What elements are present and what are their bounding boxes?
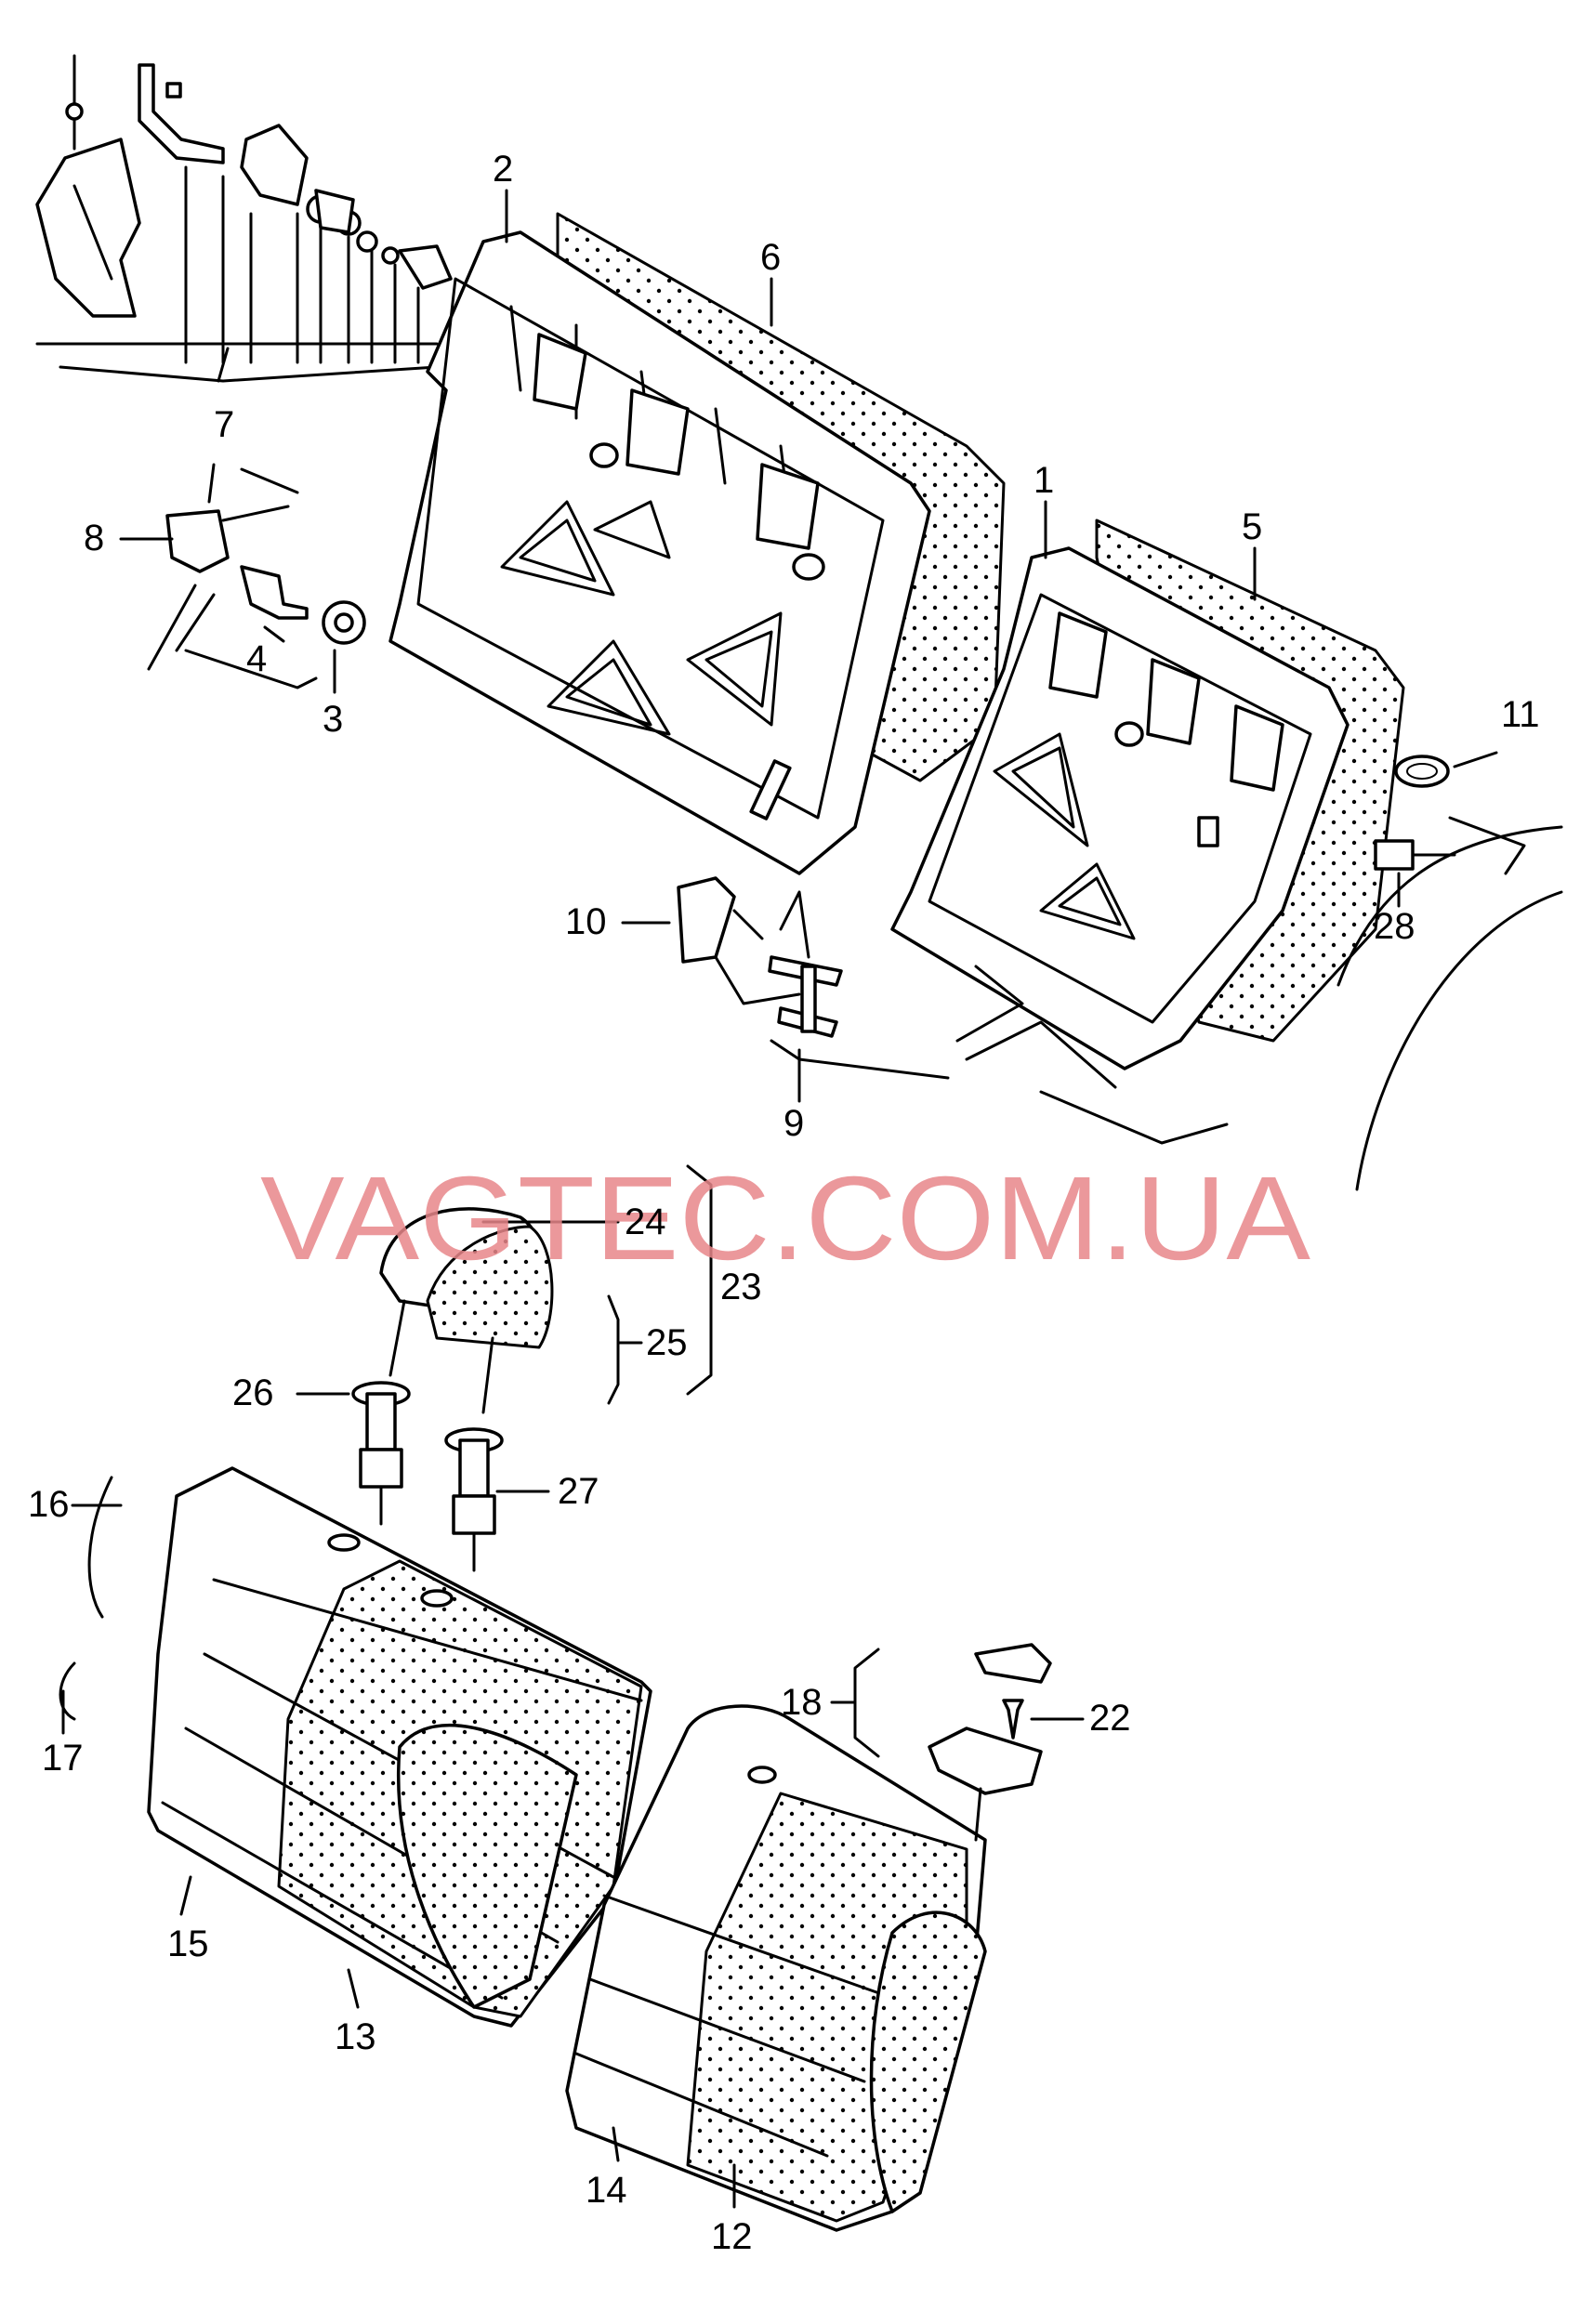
callout-28: 28	[1374, 906, 1415, 947]
callout-11: 11	[1501, 694, 1540, 735]
headrest-assembly	[351, 1207, 554, 1572]
callout-4: 4	[246, 638, 267, 679]
callout-8: 8	[84, 518, 104, 558]
callout-18: 18	[781, 1682, 823, 1723]
callout-22: 22	[1089, 1698, 1131, 1739]
clip-parts	[1336, 755, 1563, 1191]
leader-lines	[61, 189, 1498, 2209]
callout-14: 14	[586, 2170, 627, 2211]
callout-9: 9	[783, 1103, 804, 1144]
right-backrest-cover	[565, 1704, 987, 2232]
cover-trim-parts	[928, 1643, 1052, 1842]
lock-mechanism-assembly	[35, 54, 453, 383]
callout-25: 25	[646, 1322, 688, 1363]
left-backrest-frame	[388, 212, 1006, 875]
callout-5: 5	[1242, 506, 1262, 547]
callout-2: 2	[493, 149, 513, 190]
callout-7: 7	[214, 404, 234, 445]
callout-10: 10	[565, 901, 607, 942]
hinge-bolt-parts	[147, 463, 366, 689]
callout-13: 13	[335, 2016, 376, 2057]
watermark-text: VAGTEC.COM.UA	[260, 1152, 1311, 1285]
callout-12: 12	[711, 2216, 753, 2257]
callout-17: 17	[42, 1738, 84, 1779]
right-backrest-frame	[890, 519, 1405, 1070]
callout-1: 1	[1034, 460, 1054, 501]
callout-15: 15	[167, 1924, 209, 1964]
callout-3: 3	[323, 699, 343, 740]
callout-23: 23	[720, 1267, 762, 1307]
callout-6: 6	[760, 237, 781, 278]
callout-24: 24	[625, 1201, 666, 1242]
callout-labels: 2 6 7 1 5 8 4 3 11 28 10 9 24 23 25 26 2…	[28, 149, 1540, 2257]
callout-27: 27	[558, 1471, 599, 1512]
callout-16: 16	[28, 1484, 70, 1525]
left-backrest-cover	[59, 1466, 652, 2028]
hinge-pin-parts	[677, 876, 1229, 1145]
callout-26: 26	[232, 1372, 274, 1413]
